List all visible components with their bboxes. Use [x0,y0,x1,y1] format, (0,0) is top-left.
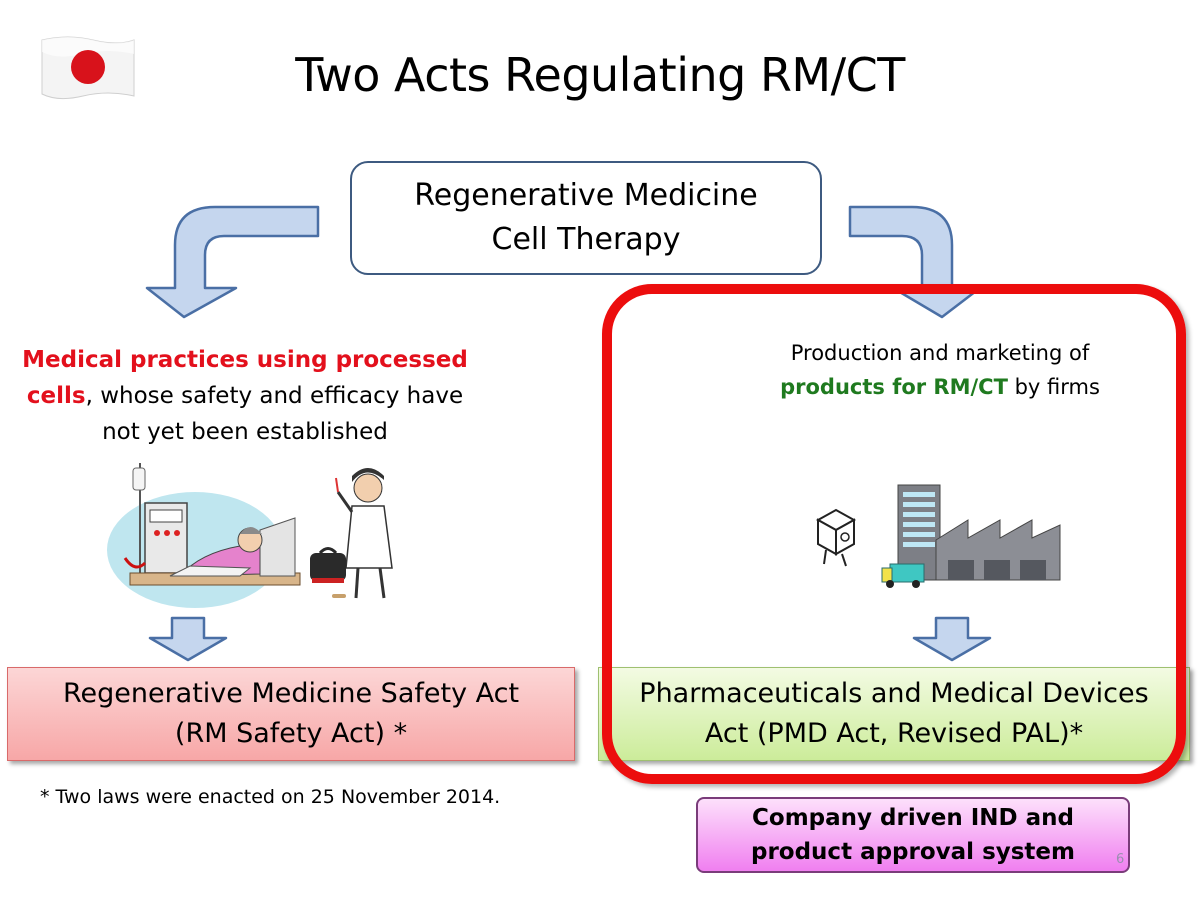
medical-practices-rest-line2: not yet been established [102,419,388,445]
doctor-icon [335,468,393,599]
japan-flag-icon [41,36,135,100]
company-ind-box: Company driven IND and product approval … [696,797,1130,873]
pmd-highlight-frame [602,284,1186,784]
pmd-act-line2: Act (PMD Act, Revised PAL)* [704,718,1084,749]
product-box-icon [815,508,857,567]
rm-ct-line2: Cell Therapy [491,222,681,257]
truck-icon [881,563,925,588]
rm-ct-line1: Regenerative Medicine [414,178,758,213]
production-marketing-description: Production and marketing of products for… [745,336,1135,404]
factory-icon [897,484,1061,581]
pmd-act-line1: Pharmaceuticals and Medical Devices [639,678,1149,709]
rm-safety-act-box: Regenerative Medicine Safety Act (RM Saf… [7,667,575,761]
medical-bag-icon [310,547,346,598]
medical-practices-rest-line1: , whose safety and efficacy have [85,383,464,409]
production-tail: by firms [1007,375,1100,399]
page-number: 6 [1116,852,1125,867]
rm-ct-box: Regenerative Medicine Cell Therapy [350,161,822,275]
footnote: * Two laws were enacted on 25 November 2… [40,786,501,808]
left-curved-arrow [145,205,320,319]
rm-safety-act-line1: Regenerative Medicine Safety Act [62,678,520,709]
factory-illustration [815,484,1061,588]
production-intro: Production and marketing of [790,341,1090,365]
rm-safety-act-line2: (RM Safety Act) * [174,718,408,749]
hospital-patient-icon [107,463,301,608]
ind-line2: product approval system [750,839,1075,865]
medical-practices-description: Medical practices using processed cells,… [10,342,480,450]
ind-line1: Company driven IND and [752,805,1074,831]
medical-practices-highlight: Medical practices using processed cells [22,347,468,409]
slide-title: Two Acts Regulating RM/CT [295,48,905,102]
hospital-illustration [107,463,393,608]
left-down-arrow [148,616,228,662]
pmd-act-box: Pharmaceuticals and Medical Devices Act … [598,667,1190,761]
products-highlight: products for RM/CT [780,375,1008,399]
